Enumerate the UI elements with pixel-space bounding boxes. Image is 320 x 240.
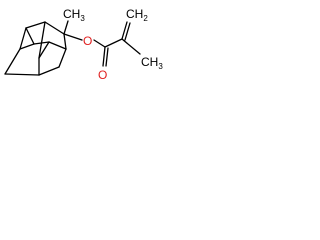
methylene-main: CH [126, 7, 143, 21]
methyl-right-sub: 3 [158, 62, 163, 71]
methyl-top-main: CH [63, 7, 80, 21]
o-carbonyl-bond [93, 39, 106, 48]
methyl-right-main: CH [141, 55, 158, 69]
vinyl-double-bond-2 [124, 22, 131, 41]
vinyl-methyl-bond [121, 38, 141, 55]
methylene-sub: 2 [143, 14, 148, 23]
methylene-label: CH2 [126, 7, 148, 23]
methyl-top-label: CH3 [63, 7, 85, 23]
carbonyl-double-bond-2 [105, 47, 109, 67]
carbonyl-double-bond-1 [102, 46, 106, 67]
methyl-right-label: CH3 [141, 55, 163, 71]
carbonyl-vinyl-bond [104, 38, 123, 48]
chemical-structure: CH3 O O CH2 CH3 [4, 7, 163, 82]
ester-oxygen-label: O [83, 34, 92, 48]
carbonyl-oxygen-label: O [98, 68, 107, 82]
methyl-top-sub: 3 [80, 14, 85, 23]
adamantane-cage [4, 21, 67, 76]
methyl-bond [63, 20, 69, 35]
c-o-bond [63, 33, 83, 41]
vinyl-double-bond-1 [121, 21, 128, 40]
